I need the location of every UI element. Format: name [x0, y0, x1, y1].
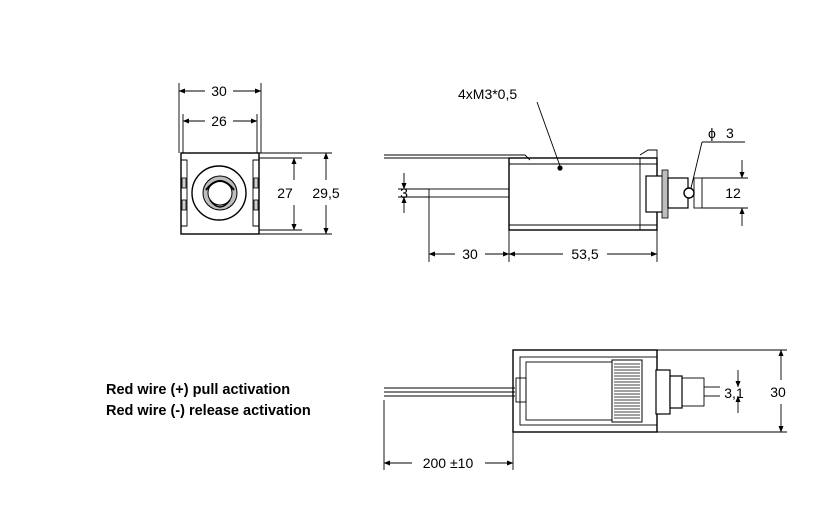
- front-view-body: [180, 152, 260, 235]
- side-view-thread-hole: [557, 165, 563, 171]
- plunger-small-label: 3,1: [724, 385, 744, 401]
- front-width-inner-label: 26: [211, 113, 227, 129]
- front-view-outer-circle: [191, 165, 247, 221]
- front-view-right-slot-2: [253, 199, 259, 211]
- side-view-flange: [661, 169, 669, 219]
- side-view-bracket-right: [639, 149, 658, 158]
- wiring-notes: Red wire (+) pull activation Red wire (-…: [106, 382, 311, 419]
- front-height-outer-label: 29,5: [312, 185, 339, 201]
- plunger-diameter-label: 12: [725, 185, 741, 201]
- front-width-outer-label: 30: [211, 83, 227, 99]
- bottom-view-coil: [525, 361, 613, 421]
- front-height-inner-label: 27: [277, 185, 293, 201]
- front-view-right-slot: [253, 177, 259, 189]
- front-view: 30 26 27 29,5: [178, 83, 340, 235]
- cable-length-label: 200 ±10: [423, 455, 474, 471]
- thread-note-leader: [536, 101, 561, 167]
- hole-diameter-label: 3: [726, 125, 734, 141]
- wire-height-label: 3: [400, 185, 408, 201]
- hole-diameter-leader: [690, 141, 703, 189]
- bottom-view-neck: [669, 375, 683, 409]
- front-view-left-notch: [181, 159, 188, 227]
- body-length-label: 53,5: [571, 246, 598, 262]
- bottom-view-cable-entry: [515, 377, 527, 403]
- bottom-view-ribs: [614, 363, 640, 419]
- side-view-plunger-hole: [683, 187, 695, 199]
- side-view-body: [508, 157, 658, 231]
- bottom-height-label: 30: [770, 384, 786, 400]
- bottom-view-plunger: [681, 377, 705, 407]
- note-release-activation: Red wire (-) release activation: [106, 403, 311, 419]
- note-pull-activation: Red wire (+) pull activation: [106, 382, 290, 398]
- side-view-top-wire: [384, 154, 531, 161]
- wire-length-label: 30: [462, 246, 478, 262]
- front-view-left-slot: [181, 177, 187, 189]
- front-view-right-notch: [252, 159, 259, 227]
- side-view: 4xM3*0,5 ϕ 3 12 3 30 53,5: [384, 86, 748, 262]
- side-view-plunger-rod: [428, 188, 510, 198]
- thread-note-label: 4xM3*0,5: [458, 86, 517, 102]
- front-view-slot-arc-lower: [209, 199, 231, 208]
- front-view-slot-arc: [205, 180, 235, 191]
- bottom-view-collar: [655, 369, 671, 415]
- diameter-symbol: ϕ: [708, 125, 716, 141]
- bottom-view: 3,1 30 200 ±10: [383, 349, 787, 471]
- side-view-plunger-end: [693, 177, 703, 209]
- front-view-left-slot-2: [181, 199, 187, 211]
